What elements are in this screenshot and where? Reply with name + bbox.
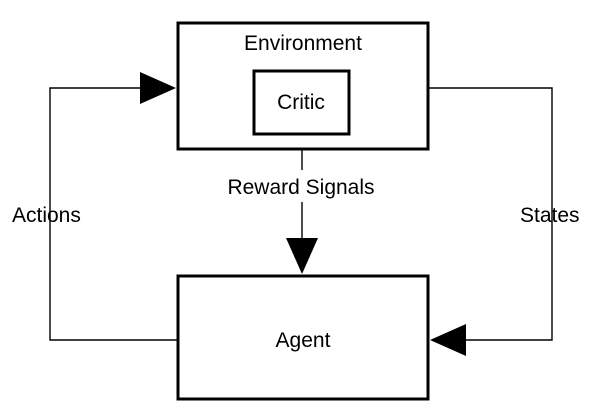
connectors	[49, 72, 553, 356]
actions-label: Actions	[12, 204, 81, 227]
environment-label: Environment	[244, 32, 362, 55]
actions-connector	[49, 87, 178, 341]
actions-arrow-head	[140, 72, 176, 104]
agent-label: Agent	[276, 329, 331, 352]
critic-label: Critic	[277, 91, 325, 114]
states-label: States	[520, 204, 580, 227]
critic-box	[252, 69, 351, 136]
agent-block: Agent	[176, 274, 430, 401]
states-connector	[428, 87, 553, 341]
environment-block: Environment Critic	[176, 21, 430, 151]
reward-arrow-head	[286, 238, 318, 274]
states-arrow-head	[430, 324, 466, 356]
agent-box	[176, 274, 430, 401]
reward-signals-label: Reward Signals	[227, 176, 374, 199]
